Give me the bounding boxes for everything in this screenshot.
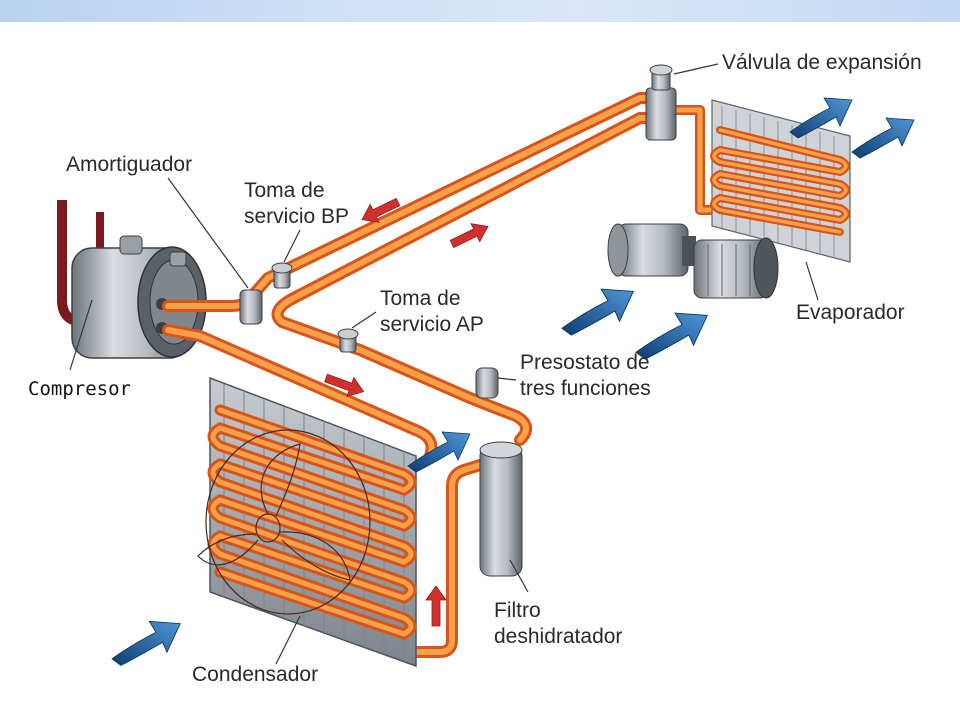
label-toma-bp-line2: servicio BP <box>244 205 350 228</box>
presostato <box>475 367 517 399</box>
label-toma-bp: Toma de servicio BP <box>244 178 349 230</box>
arrow-icon <box>324 373 365 397</box>
label-condensador: Condensador <box>192 663 319 686</box>
amortiguador <box>167 177 263 325</box>
toma-bp-port <box>271 229 301 289</box>
label-presostato: Presostato de tres funciones <box>520 350 651 402</box>
air-flow-arrow-icon <box>851 117 915 159</box>
label-presostato-line2: tres funciones <box>520 377 651 400</box>
label-filtro: Filtro deshidratador <box>494 598 622 650</box>
fan-icon <box>197 429 371 615</box>
air-flow-arrow-icon <box>111 620 181 666</box>
label-toma-ap: Toma de servicio AP <box>380 286 484 338</box>
arrow-icon <box>449 223 489 249</box>
label-presostato-line1: Presostato de <box>520 351 650 374</box>
label-filtro-line2: deshidratador <box>494 625 623 648</box>
toma-ap-port <box>337 311 377 353</box>
arrow-icon <box>361 197 401 223</box>
condensador <box>197 376 417 668</box>
label-toma-ap-line1: Toma de <box>380 287 461 310</box>
label-toma-bp-line1: Toma de <box>244 179 325 202</box>
label-filtro-line1: Filtro <box>494 599 541 622</box>
label-compresor: Compresor <box>26 377 133 401</box>
arrow-icon <box>425 585 447 627</box>
label-amortiguador: Amortiguador <box>66 153 193 176</box>
top-band <box>0 0 960 22</box>
label-toma-ap-line2: servicio AP <box>380 313 484 336</box>
filtro-deshidratador <box>479 441 529 593</box>
label-evaporador: Evaporador <box>796 301 905 324</box>
flow-arrows <box>324 197 489 627</box>
air-flow-arrow-icon <box>561 288 634 336</box>
label-valvula: Válvula de expansión <box>722 51 922 74</box>
valvula-expansion <box>645 63 719 141</box>
blower <box>607 223 779 299</box>
evaporador <box>710 99 851 301</box>
compresor-unit <box>57 200 207 371</box>
